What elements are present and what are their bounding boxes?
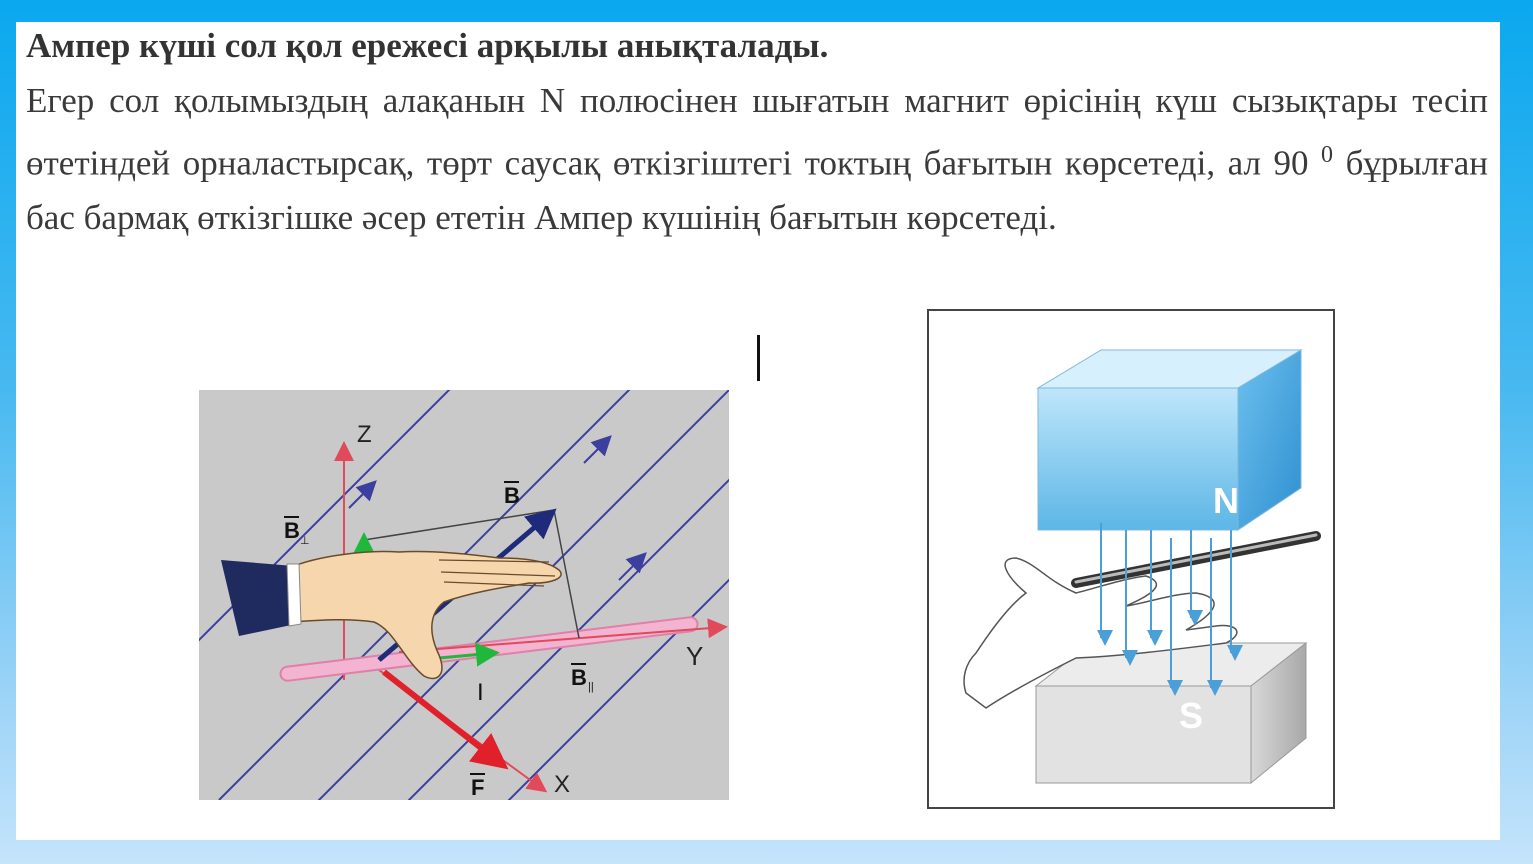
left-hand-rule-diagram: Z X Y B B ⊥ B || I F [199,390,729,800]
field-line [317,390,729,800]
sleeve [221,560,296,636]
left-hand [221,550,562,680]
slide: Ампер күші сол қол ережесі арқылы анықта… [16,22,1500,840]
magnetic-field-lines [1097,523,1243,696]
field-arrow [583,435,612,464]
y-axis [398,618,728,653]
text-cursor [757,335,760,381]
b-perp-subscript: ⊥ [300,535,310,547]
heading: Ампер күші сол қол ережесі арқылы анықта… [26,26,829,65]
magnet-hand-diagram: S N [927,309,1335,809]
conductor-highlight [1074,533,1318,584]
x-axis-label: X [554,771,570,798]
force-label: F [471,775,484,800]
finger-lines [438,559,556,587]
south-pole-label: S [1179,695,1203,736]
b-parallel-subscript: || [588,681,594,693]
field-arrow [348,480,377,509]
north-pole-magnet: N [1036,349,1303,531]
b-perp-label: B [284,518,300,543]
current-label: I [477,679,484,706]
hand-palm [288,550,562,680]
field-arrow [618,552,647,581]
shirt-cuff [286,563,302,627]
z-axis-label: Z [357,421,372,448]
body-paragraph: Егер сол қолымыздың алақанын N полюсінен… [26,74,1488,245]
paragraph-text-2: бұрылған бас бармақ өткізгішке әсер етет… [26,143,1488,237]
b-vector-label: B [504,483,520,508]
paragraph-text-1: Егер сол қолымыздың алақанын N полюсінен… [26,81,1488,183]
current-arrow [438,642,500,667]
b-parallel-label: B [571,665,587,690]
field-line [199,390,451,642]
y-axis-label: Y [686,641,703,671]
degree-superscript: 0 [1321,142,1334,168]
force-vector [382,669,509,770]
north-pole-label: N [1213,480,1239,521]
